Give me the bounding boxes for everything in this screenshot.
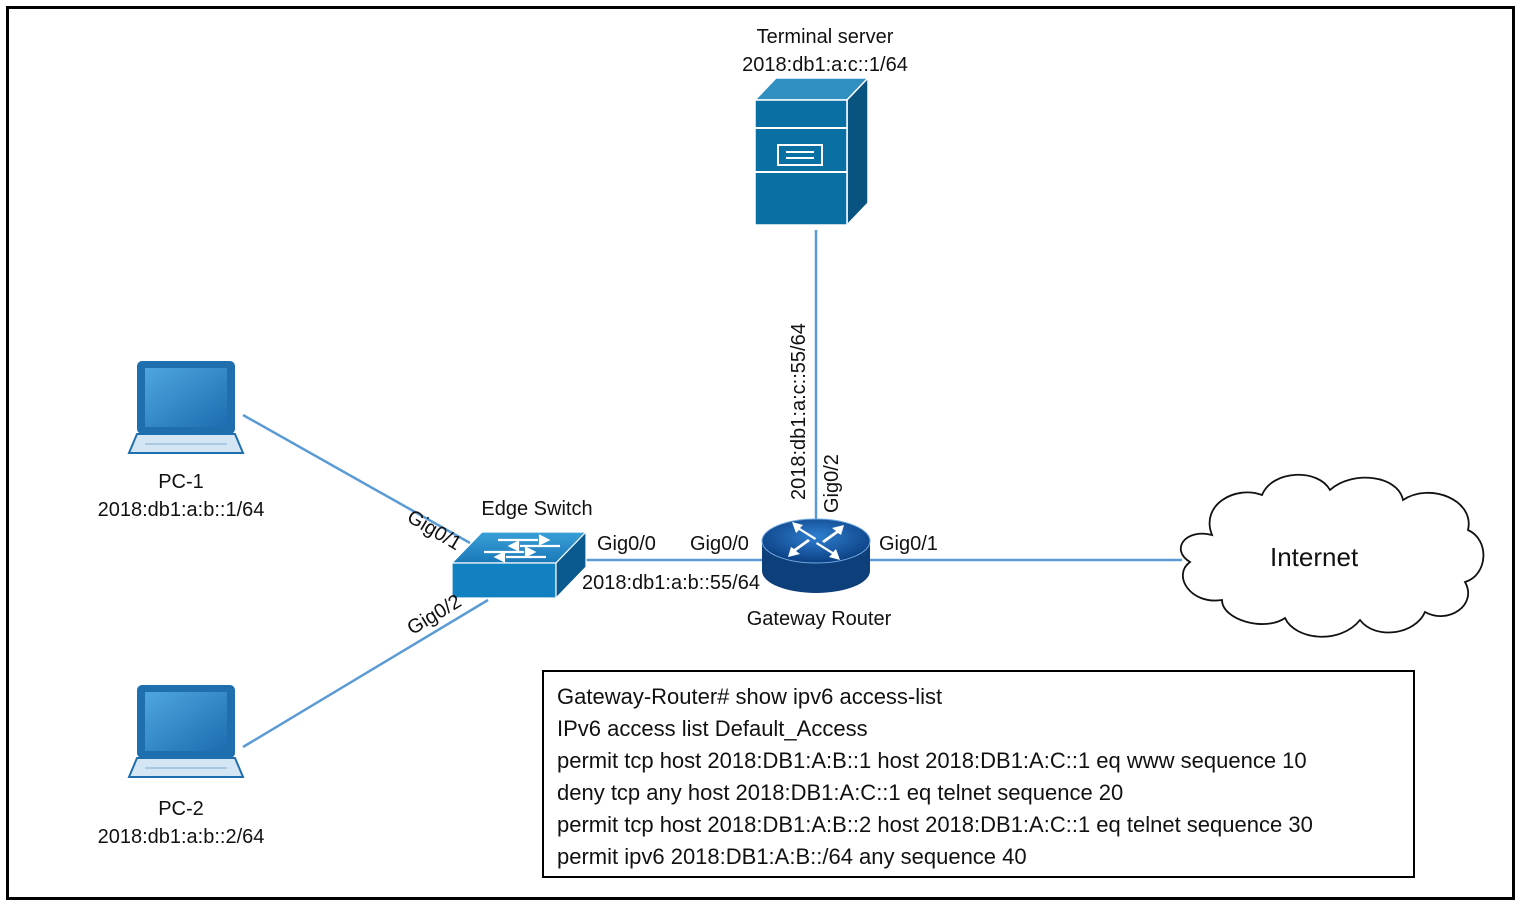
link-pc2-switch <box>242 598 489 749</box>
gateway-router-name: Gateway Router <box>746 608 892 630</box>
edge-switch-icon <box>450 530 588 600</box>
edge-switch-name: Edge Switch <box>481 498 593 520</box>
gateway-router-icon <box>761 518 871 593</box>
router-lan-address-label: 2018:db1:a:b::55/64 <box>582 572 760 594</box>
pc2-laptop-icon <box>127 685 245 778</box>
pc2-address: 2018:db1:a:b::2/64 <box>97 826 265 848</box>
router-server-address-label: 2018:db1:a:c::55/64 <box>788 323 810 500</box>
router-lan-port-label: Gig0/0 <box>690 533 749 555</box>
link-pc1-switch <box>242 413 471 545</box>
terminal-server-address: 2018:db1:a:c::1/64 <box>742 54 908 76</box>
acl-output-box: Gateway-Router# show ipv6 access-list IP… <box>542 670 1415 878</box>
internet-cloud-icon <box>1179 473 1485 638</box>
pc2-name: PC-2 <box>158 798 204 820</box>
acl-line: permit ipv6 2018:DB1:A:B::/64 any sequen… <box>557 844 1027 869</box>
internet-label: Internet <box>1270 542 1359 572</box>
acl-line: permit tcp host 2018:DB1:A:B::1 host 201… <box>557 748 1307 773</box>
acl-line: IPv6 access list Default_Access <box>557 716 868 741</box>
acl-line: Gateway-Router# show ipv6 access-list <box>557 684 943 709</box>
router-server-port-label: Gig0/2 <box>821 454 843 513</box>
pc1-address: 2018:db1:a:b::1/64 <box>97 499 265 521</box>
terminal-server-name: Terminal server <box>756 26 894 48</box>
diagram-frame <box>6 6 1515 900</box>
switch-uplink-port-label: Gig0/0 <box>597 533 656 555</box>
router-internet-port-label: Gig0/1 <box>879 533 938 555</box>
pc1-name: PC-1 <box>158 471 204 493</box>
pc1-laptop-icon <box>127 361 245 454</box>
acl-line: permit tcp host 2018:DB1:A:B::2 host 201… <box>557 812 1313 837</box>
acl-line: deny tcp any host 2018:DB1:A:C::1 eq tel… <box>557 780 1124 805</box>
terminal-server-icon <box>753 76 870 227</box>
links <box>242 230 1182 749</box>
